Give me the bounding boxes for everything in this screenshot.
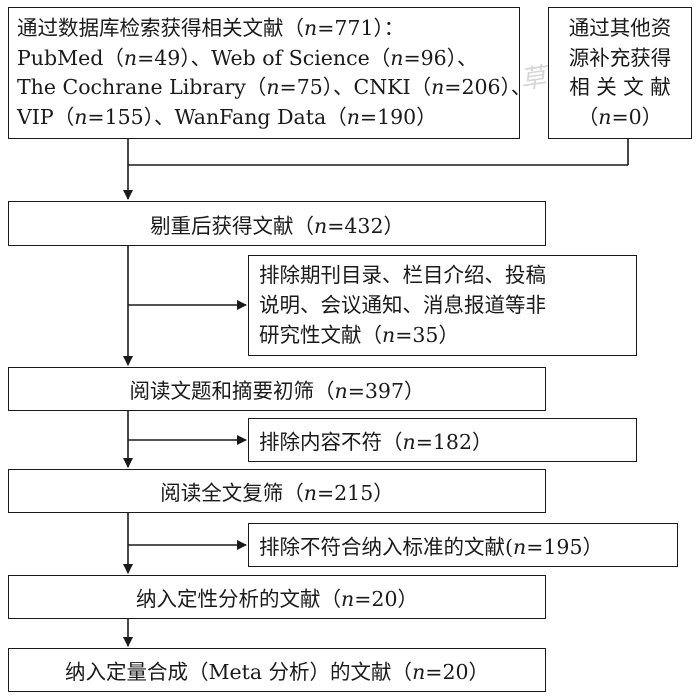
box-text: 排除不符合纳入标准的文献( <box>259 535 513 559</box>
box-line: 相 关 文 献 <box>549 73 691 103</box>
box-line: PubMed（n=49）、Web of Science（n=96）、 <box>17 44 519 74</box>
count-variable: n <box>123 45 138 70</box>
meta-analysis-box: 纳入定量合成（Meta 分析）的文献（n=20） <box>8 648 546 692</box>
exclusion-criteria-box: 排除不符合纳入标准的文献(n=195） <box>248 523 678 567</box>
count-variable: n <box>346 104 360 129</box>
box-text: 阅读文题和摘要初筛（ <box>129 379 335 403</box>
exclusion-nonresearch-box: 排除期刊目录、栏目介绍、投稿说明、会议通知、消息报道等非研究性文献（n=35） <box>248 255 637 356</box>
count-variable: n <box>304 16 318 40</box>
box-text: =432） <box>327 213 404 238</box>
box-text: 排除期刊目录、栏目介绍、投稿 <box>259 263 546 287</box>
box-text: 通过数据库检索获得相关文献（ <box>17 16 304 40</box>
box-text: =35） <box>395 323 459 347</box>
box-text: =190） <box>359 104 437 129</box>
qualitative-analysis-box: 纳入定性分析的文献（n=20） <box>8 575 546 619</box>
count-variable: n <box>341 587 355 611</box>
box-line: 排除不符合纳入标准的文献(n=195） <box>259 530 603 560</box>
count-variable: n <box>412 660 426 684</box>
box-text: =96）、 <box>403 45 478 70</box>
box-text: 纳入定性分析的文献（ <box>136 587 342 611</box>
count-variable: n <box>303 481 317 505</box>
other-sources-box: 通过其他资源补充获得相 关 文 献 （n=0） <box>548 7 692 139</box>
box-text: （ <box>577 104 599 129</box>
count-variable: n <box>513 535 527 559</box>
box-line: 排除期刊目录、栏目介绍、投稿 <box>259 260 636 290</box>
box-line: The Cochrane Library（n=75）、CNKI（n=206）、 <box>17 73 531 103</box>
box-text: 纳入定量合成（Meta 分析）的文献（ <box>64 660 413 684</box>
box-text: 源补充获得 <box>568 45 672 70</box>
count-variable: n <box>598 104 612 129</box>
box-text: 剔重后获得文献（ <box>149 213 314 238</box>
box-text: 阅读全文复筛（ <box>160 481 304 505</box>
box-text: The Cochrane Library（ <box>17 75 267 99</box>
box-text: =397） <box>347 379 425 403</box>
box-line: 研究性文献（n=35） <box>259 320 636 350</box>
box-line: 通过数据库检索获得相关文献（n=771）： <box>17 14 519 44</box>
box-line: 纳入定性分析的文献（n=20） <box>136 582 418 612</box>
box-text: VIP（ <box>17 104 75 129</box>
count-variable: n <box>431 75 445 99</box>
count-variable: n <box>390 45 404 70</box>
exclusion-irrelevant-box: 排除内容不符（n=182） <box>248 418 637 462</box>
box-line: （n=0） <box>549 103 691 133</box>
count-variable: n <box>382 323 396 347</box>
count-variable: n <box>334 379 348 403</box>
count-variable: n <box>266 75 280 99</box>
box-line: 说明、会议通知、消息报道等非 <box>259 290 636 320</box>
box-text: =49）、Web of Science（ <box>137 45 391 70</box>
box-line: 剔重后获得文献（n=432） <box>150 209 404 239</box>
box-text: PubMed（ <box>17 45 124 70</box>
box-text: =771）： <box>317 16 405 40</box>
count-variable: n <box>74 104 88 129</box>
count-variable: n <box>402 430 416 454</box>
count-variable: n <box>313 213 328 238</box>
box-text: =0） <box>611 104 663 129</box>
database-search-box: 通过数据库检索获得相关文献（n=771）：PubMed（n=49）、Web of… <box>8 7 531 139</box>
box-text: =182） <box>415 430 493 454</box>
deduplication-box: 剔重后获得文献（n=432） <box>8 201 546 246</box>
box-line: 阅读文题和摘要初筛（n=397） <box>129 374 424 404</box>
box-text: =195） <box>526 535 604 559</box>
box-text: 通过其他资 <box>568 16 672 40</box>
box-line: 纳入定量合成（Meta 分析）的文献（n=20） <box>65 655 489 685</box>
box-text: 研究性文献（ <box>259 323 382 347</box>
box-text: 排除内容不符（ <box>259 430 403 454</box>
box-line: 排除内容不符（n=182） <box>259 425 493 455</box>
box-text: =155）、WanFang Data（ <box>87 104 347 129</box>
box-text: =206）、 <box>444 75 532 99</box>
box-text: 相 关 文 献 <box>569 75 671 99</box>
box-line: 阅读全文复筛（n=215） <box>160 476 394 506</box>
box-line: 通过其他资 <box>549 14 691 44</box>
box-text: =20） <box>354 587 418 611</box>
box-line: VIP（n=155）、WanFang Data（n=190） <box>17 103 519 133</box>
box-text: =20） <box>425 660 490 684</box>
box-text: 说明、会议通知、消息报道等非 <box>259 293 546 317</box>
box-text: =215） <box>316 481 394 505</box>
title-abstract-screening-box: 阅读文题和摘要初筛（n=397） <box>8 367 546 411</box>
box-line: 源补充获得 <box>549 44 691 74</box>
box-text: =75）、CNKI（ <box>279 75 432 99</box>
fulltext-screening-box: 阅读全文复筛（n=215） <box>8 469 546 513</box>
